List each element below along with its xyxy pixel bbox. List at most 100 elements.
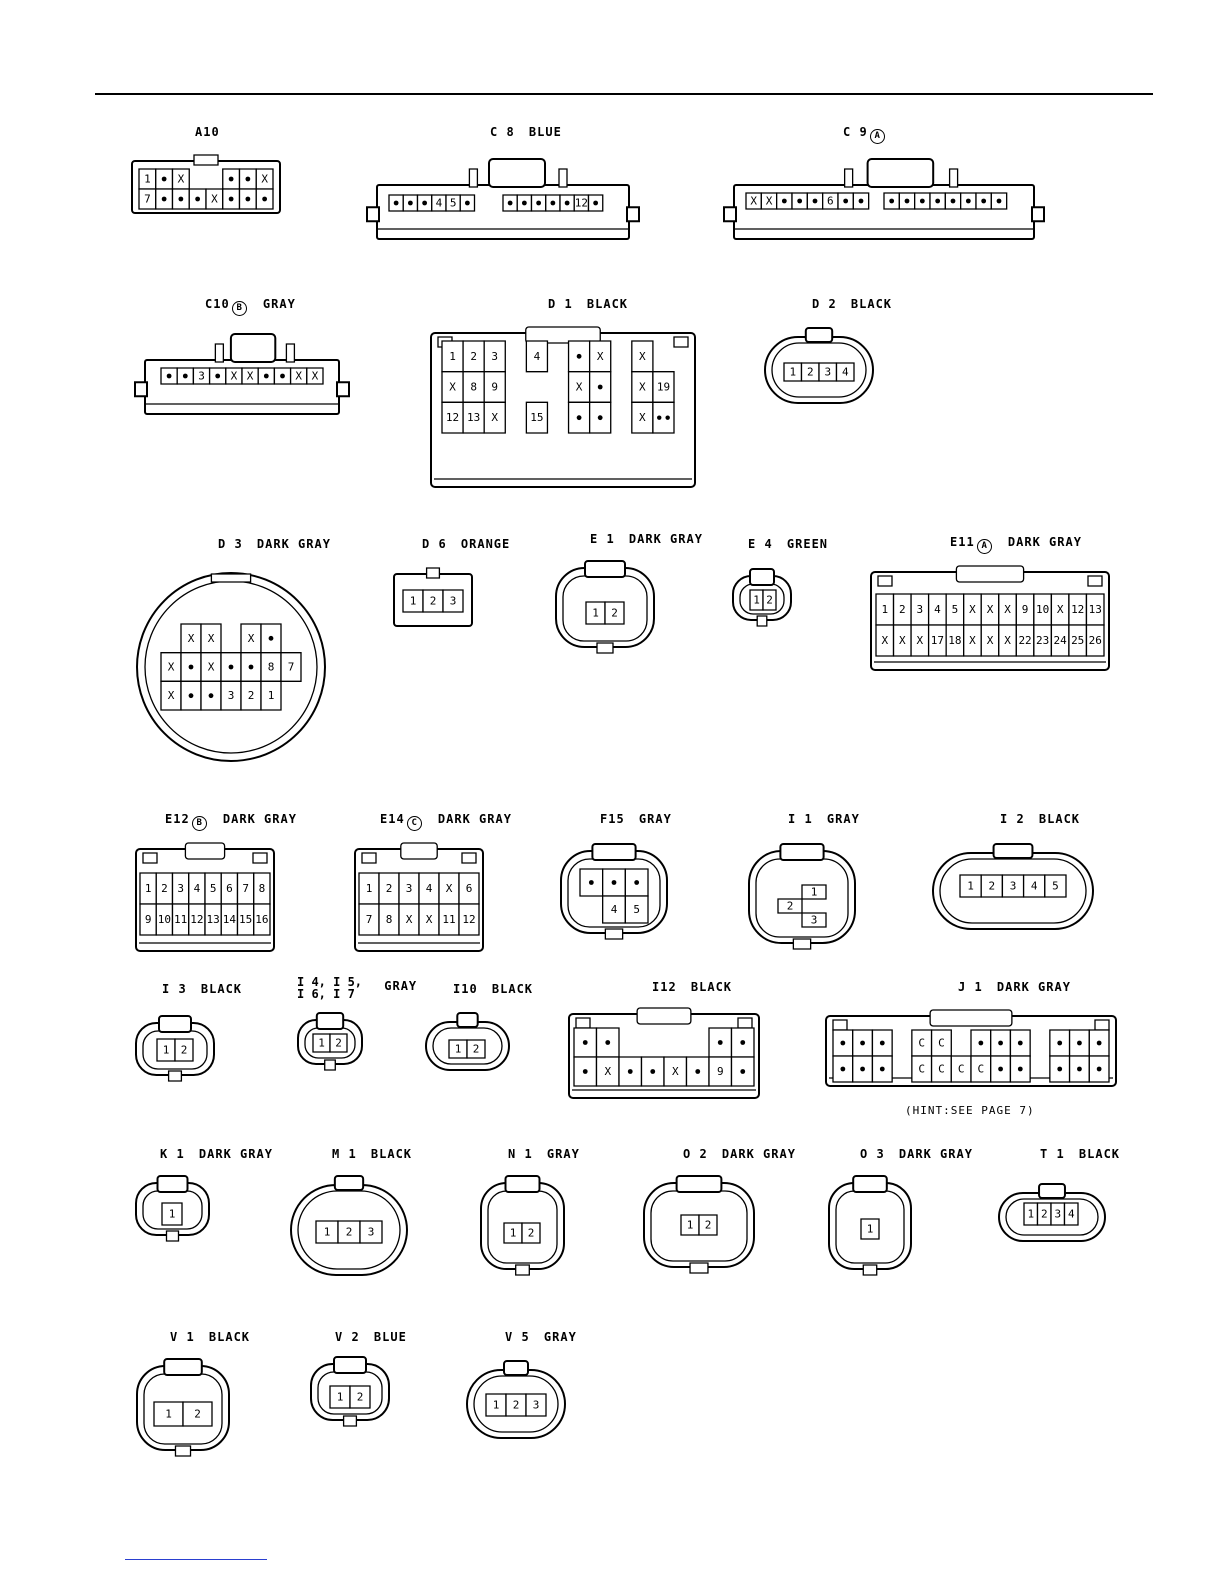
connector-label-v1: V 1 BLACK [170, 1330, 251, 1344]
pin-number: 9 [717, 1065, 724, 1078]
pin-number: 1 [753, 594, 760, 607]
pin-number: 4 [194, 882, 201, 895]
pin-dot [464, 200, 470, 206]
connector-label-d1: D 1 BLACK [548, 297, 629, 311]
pin-number: X [604, 1065, 611, 1078]
pin-number: 1 [318, 1037, 325, 1050]
pin-number: X [295, 370, 302, 383]
pin-number: 16 [255, 913, 268, 926]
pin-number: X [969, 634, 976, 647]
pin-number: 12 [575, 197, 588, 210]
pin-cell [522, 1223, 540, 1243]
pin-number: 1 [1027, 1208, 1034, 1221]
pin-number: 2 [807, 366, 814, 379]
connector-color: BLACK [192, 982, 243, 996]
pin-number: 14 [223, 913, 237, 926]
pin-number: C [938, 1063, 945, 1076]
connector-color: DARK GRAY [713, 1147, 796, 1161]
pin-number: 4 [842, 366, 849, 379]
pin-dot [695, 1069, 701, 1074]
pin-number: 10 [1036, 603, 1049, 616]
pin-dot [634, 880, 640, 885]
connector-label-j1: J 1 DARK GRAY [958, 980, 1071, 994]
pin-dot [740, 1069, 746, 1074]
pin-dot [781, 198, 787, 204]
pin-dot [935, 198, 941, 204]
pin-number: 1 [337, 1391, 344, 1404]
pin-number: 2 [705, 1219, 712, 1232]
pin-number: 2 [513, 1399, 520, 1412]
pin-number: X [987, 634, 994, 647]
pin-number: 5 [952, 603, 959, 616]
connector-label-v5: V 5 GRAY [505, 1330, 577, 1344]
pin-number: 2 [357, 1391, 364, 1404]
pin-cell [307, 368, 323, 384]
pin-number: X [639, 350, 646, 363]
pin-dot [188, 664, 194, 670]
connector-color: DARK GRAY [988, 980, 1071, 994]
connector-label-i1: I 1 GRAY [788, 812, 860, 826]
pin-number: X [491, 411, 498, 424]
connector-color: GREEN [778, 537, 829, 551]
pin-cell [330, 1034, 347, 1052]
pin-number: 1 [867, 1223, 874, 1236]
pin-number: 2 [1041, 1208, 1048, 1221]
connector-color: DARK GRAY [429, 812, 512, 826]
pin-dot [228, 664, 234, 670]
pin-dot [1096, 1040, 1102, 1046]
hint-note: (HINT:SEE PAGE 7) [905, 1104, 1035, 1117]
pin-dot [536, 200, 542, 206]
pin-number: X [211, 193, 218, 206]
connector-label-d3: D 3 DARK GRAY [218, 537, 331, 551]
pin-number: 6 [466, 882, 473, 895]
connector-label-i3: I 3 BLACK [162, 982, 243, 996]
connector-color: DARK GRAY [214, 812, 297, 826]
pin-dot [981, 198, 987, 204]
pin-number: X [597, 350, 604, 363]
pin-number: 19 [657, 381, 670, 394]
pin-dot [950, 198, 956, 204]
pin-number: 6 [226, 882, 233, 895]
connector-color: GRAY [254, 297, 296, 311]
pin-number: 2 [181, 1044, 188, 1057]
pin-grid: 123 [778, 885, 826, 927]
pin-number: X [1057, 603, 1064, 616]
pin-number: 3 [533, 1399, 540, 1412]
pin-number: C [958, 1063, 965, 1076]
pin-number: 1 [967, 880, 974, 893]
pin-number: X [750, 195, 757, 208]
pin-cell [254, 904, 270, 935]
pin-number: 2 [473, 1043, 480, 1056]
pin-cell [467, 1040, 485, 1058]
connector-label-m1: M 1 BLACK [332, 1147, 413, 1161]
pin-number: 1 [493, 1399, 500, 1412]
pin-cell [1086, 625, 1104, 656]
pin-number: 9 [491, 381, 498, 394]
footer-link-line [125, 1559, 267, 1560]
connector-o3: 1 [828, 1175, 912, 1277]
pin-number: 8 [259, 882, 266, 895]
pin-cell [1065, 1203, 1079, 1225]
pin-cell [802, 885, 826, 899]
connector-label-d2: D 2 BLACK [812, 297, 893, 311]
